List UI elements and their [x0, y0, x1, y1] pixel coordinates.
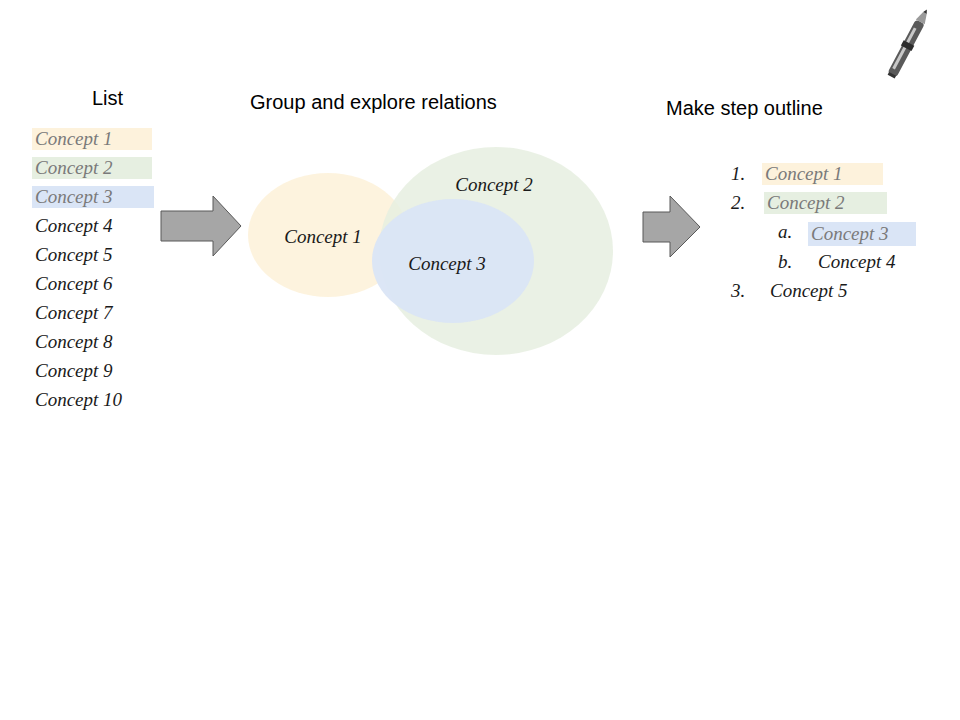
concept-text: Concept 3 — [408, 253, 486, 275]
list-highlight: Concept 1 — [32, 128, 152, 150]
circle-fill — [372, 199, 534, 323]
concept-text: Concept 3 — [35, 186, 113, 208]
list-item: Concept 9 — [35, 360, 113, 382]
outline-highlight: Concept 2 — [764, 192, 887, 214]
concept-text: Concept 2 — [35, 157, 113, 179]
concept-text: Concept 1 — [35, 128, 113, 150]
outline-marker: b. — [778, 251, 792, 273]
outline-marker: 1. — [731, 163, 745, 185]
outline-marker: 2. — [731, 192, 745, 214]
concept-text: Concept 2 — [455, 174, 533, 196]
outline-highlight: Concept 1 — [762, 163, 883, 185]
concept-text: Concept 2 — [767, 192, 845, 214]
outline-item: Concept 5 — [770, 280, 848, 302]
concept-text: Concept 1 — [284, 226, 362, 248]
outline-highlight: Concept 3 — [808, 222, 916, 246]
list-item: Concept 10 — [35, 389, 122, 411]
list-item: Concept 8 — [35, 331, 113, 353]
list-item: Concept 6 — [35, 273, 113, 295]
venn-circle: Concept 2 Concept 3 — [379, 147, 613, 355]
list-item: Concept 4 — [35, 215, 113, 237]
pen-icon — [886, 7, 932, 80]
concept-text: Concept 1 — [765, 163, 843, 185]
section-heading: Group and explore relations — [250, 91, 497, 113]
concept-text: Concept 3 — [811, 223, 889, 245]
list-highlight: Concept 2 — [32, 157, 152, 179]
venn-circle: Concept 3 — [372, 199, 534, 323]
section-heading: List — [92, 87, 123, 109]
outline-marker: a. — [778, 221, 792, 243]
block-arrow — [161, 196, 241, 256]
list-item: Concept 7 — [35, 302, 113, 324]
outline-marker: 3. — [731, 280, 745, 302]
list-highlight: Concept 3 — [32, 186, 154, 208]
section-heading: Make step outline — [666, 97, 823, 119]
list-item: Concept 5 — [35, 244, 113, 266]
outline-item: Concept 4 — [818, 251, 896, 273]
block-arrow — [643, 196, 700, 257]
